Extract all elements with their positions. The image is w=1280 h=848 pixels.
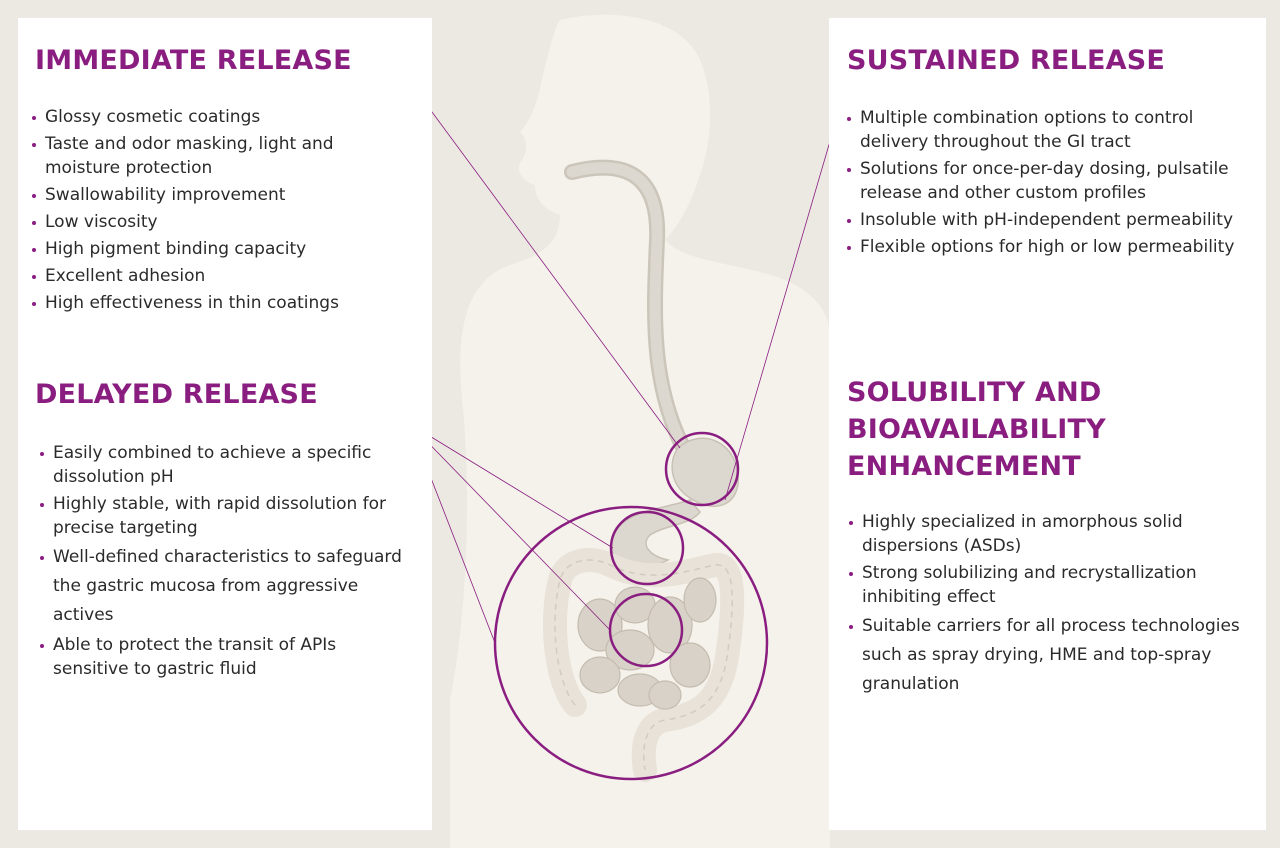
esophagus-inner [566, 162, 688, 451]
list-item: Insoluble with pH-independent permeabili… [845, 208, 1245, 232]
list-item: Easily combined to achieve a specific di… [38, 441, 408, 489]
solubility-title: SOLUBILITY AND BIOAVAILABILITY ENHANCEME… [847, 374, 1106, 485]
body-silhouette [450, 14, 830, 848]
list-item: Flexible options for high or low permeab… [845, 235, 1245, 259]
list-item: Excellent adhesion [30, 264, 410, 288]
list-item: Solutions for once-per-day dosing, pulsa… [845, 157, 1245, 205]
list-item: Suitable carriers for all process techno… [847, 612, 1257, 699]
list-item: Well-defined characteristics to safeguar… [38, 543, 408, 630]
immediate-release-list: Glossy cosmetic coatings Taste and odor … [30, 105, 410, 318]
solubility-title-line: ENHANCEMENT [847, 451, 1081, 482]
sustained-release-title: SUSTAINED RELEASE [847, 45, 1166, 76]
solubility-list: Highly specialized in amorphous solid di… [847, 510, 1257, 702]
circle-duodenum [609, 510, 685, 586]
solubility-title-line: BIOAVAILABILITY [847, 414, 1106, 445]
right-panel: SUSTAINED RELEASE Multiple combination o… [829, 18, 1266, 830]
list-item: Strong solubilizing and recrystallizatio… [847, 561, 1257, 609]
left-panel: IMMEDIATE RELEASE Glossy cosmetic coatin… [18, 18, 432, 830]
colon-outline [554, 559, 733, 771]
small-intestine [577, 577, 717, 710]
list-item: Glossy cosmetic coatings [30, 105, 410, 129]
list-item: Swallowability improvement [30, 183, 410, 207]
list-item: Low viscosity [30, 210, 410, 234]
list-item: High pigment binding capacity [30, 237, 410, 261]
list-item: Multiple combination options to control … [845, 106, 1245, 154]
delayed-release-list: Easily combined to achieve a specific di… [38, 441, 408, 684]
delayed-release-title: DELAYED RELEASE [35, 379, 318, 410]
stomach [671, 437, 739, 507]
list-item: Able to protect the transit of APIs sens… [38, 633, 408, 681]
solubility-title-line: SOLUBILITY AND [847, 377, 1102, 408]
list-item: Highly stable, with rapid dissolution fo… [38, 492, 408, 540]
immediate-release-title: IMMEDIATE RELEASE [35, 45, 352, 76]
circle-stomach [664, 431, 740, 507]
list-item: Taste and odor masking, light and moistu… [30, 132, 410, 180]
list-item: High effectiveness in thin coatings [30, 291, 410, 315]
list-item: Highly specialized in amorphous solid di… [847, 510, 1257, 558]
sustained-release-list: Multiple combination options to control … [845, 106, 1245, 262]
